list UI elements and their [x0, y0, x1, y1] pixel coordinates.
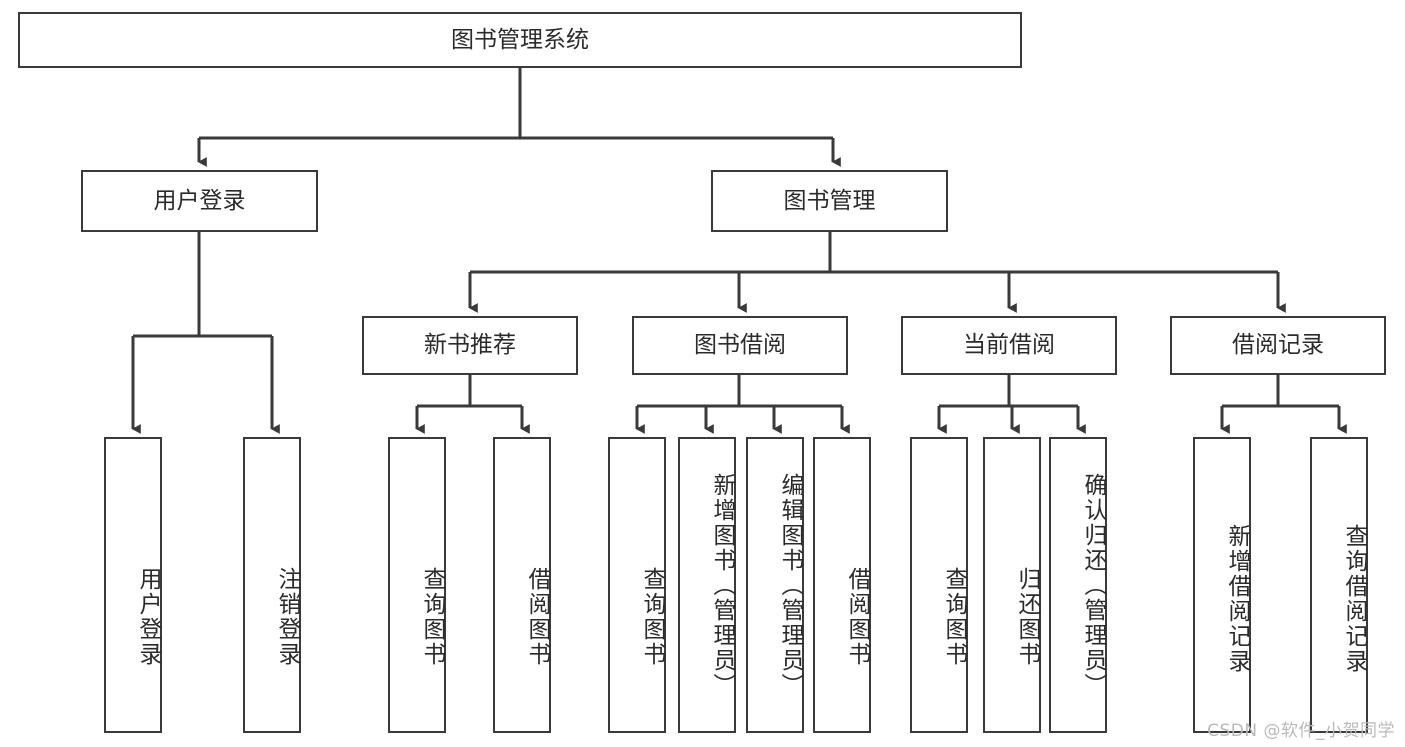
node-label: 借阅图书 [524, 567, 550, 667]
leaf-add-borrow-record[interactable]: 新增借阅记录 [1193, 437, 1251, 733]
node-user-login[interactable]: 用户登录 [81, 170, 318, 232]
node-label: 图书管理系统 [451, 26, 589, 53]
node-label: 查询图书 [639, 567, 665, 667]
leaf-query-book-current[interactable]: 查询图书 [910, 437, 968, 733]
leaf-borrow-book-borrowing[interactable]: 借阅图书 [813, 437, 871, 733]
leaf-query-book-recommendation[interactable]: 查询图书 [388, 437, 446, 733]
node-book-borrowing[interactable]: 图书借阅 [632, 316, 848, 375]
node-label: 图书管理 [783, 187, 876, 214]
node-label: 借阅图书 [844, 567, 870, 667]
node-label: 借阅记录 [1232, 332, 1324, 359]
node-label: 图书借阅 [694, 332, 786, 359]
node-label: 注销登录 [274, 567, 300, 667]
node-label: 新增图书（管理员） [709, 472, 735, 698]
leaf-confirm-return-admin[interactable]: 确认归还（管理员） [1049, 437, 1107, 733]
node-label: 查询借阅记录 [1341, 524, 1367, 674]
node-label: 用户登录 [135, 567, 161, 667]
leaf-add-book-admin[interactable]: 新增图书（管理员） [678, 437, 736, 733]
node-root-library-system[interactable]: 图书管理系统 [18, 12, 1022, 68]
leaf-return-book[interactable]: 归还图书 [983, 437, 1041, 733]
leaf-edit-book-admin[interactable]: 编辑图书（管理员） [746, 437, 804, 733]
node-label: 归还图书 [1014, 567, 1040, 667]
node-label: 新书推荐 [424, 332, 516, 359]
node-book-management[interactable]: 图书管理 [711, 170, 948, 232]
leaf-logout[interactable]: 注销登录 [243, 437, 301, 733]
leaf-user-login[interactable]: 用户登录 [104, 437, 162, 733]
node-label: 确认归还（管理员） [1080, 472, 1106, 698]
node-current-borrowing[interactable]: 当前借阅 [901, 316, 1117, 375]
leaf-query-book-borrowing[interactable]: 查询图书 [608, 437, 666, 733]
node-label: 当前借阅 [963, 332, 1055, 359]
node-label: 用户登录 [153, 187, 246, 214]
node-label: 查询图书 [941, 567, 967, 667]
node-borrow-records[interactable]: 借阅记录 [1170, 316, 1386, 375]
leaf-borrow-book-recommendation[interactable]: 借阅图书 [493, 437, 551, 733]
leaf-query-borrow-record[interactable]: 查询借阅记录 [1310, 437, 1368, 733]
node-label: 编辑图书（管理员） [777, 472, 803, 698]
node-label: 查询图书 [419, 567, 445, 667]
node-new-book-recommendation[interactable]: 新书推荐 [362, 316, 578, 375]
node-label: 新增借阅记录 [1224, 524, 1250, 674]
